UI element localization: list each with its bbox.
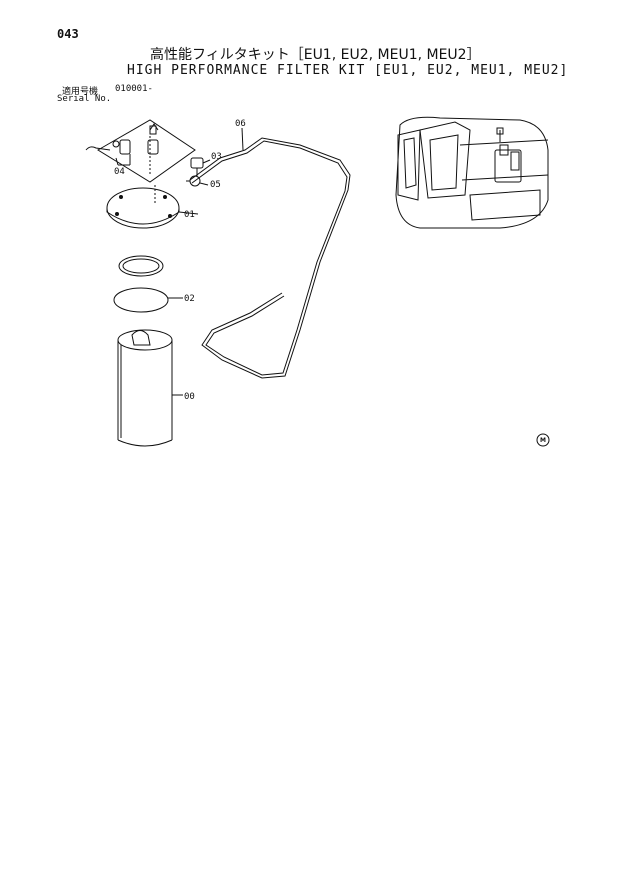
part-label-02: 02 (184, 294, 195, 304)
part-06-hose (189, 127, 351, 379)
mark-label: M (540, 437, 546, 444)
excavator-location-view (395, 116, 549, 229)
part-label-04: 04 (114, 167, 125, 177)
page-title-english: HIGH PERFORMANCE FILTER KIT [EU1, EU2, M… (127, 63, 569, 78)
part-01-cover (106, 185, 199, 229)
serial-number-value: 010001- (115, 84, 153, 94)
part-00-filter-element (117, 329, 183, 447)
part-label-01: 01 (184, 210, 195, 220)
part-02-o-ring (113, 287, 183, 313)
serial-label-english: Serial No. (57, 94, 112, 104)
part-05-fitting (186, 175, 209, 187)
part-04-bracket (85, 119, 196, 183)
page-title-japanese: 高性能フィルタキット［EU1, EU2, MEU1, MEU2］ (150, 47, 481, 63)
part-label-00: 00 (184, 392, 195, 402)
mark-circle-icon (536, 433, 550, 447)
part-label-03: 03 (211, 152, 222, 162)
part-label-05: 05 (210, 180, 221, 190)
part-label-06: 06 (235, 119, 246, 129)
serial-label-japanese: 適用号機 (62, 87, 99, 97)
page-number: 043 (57, 27, 79, 41)
part-02-seal-ring (118, 255, 164, 277)
